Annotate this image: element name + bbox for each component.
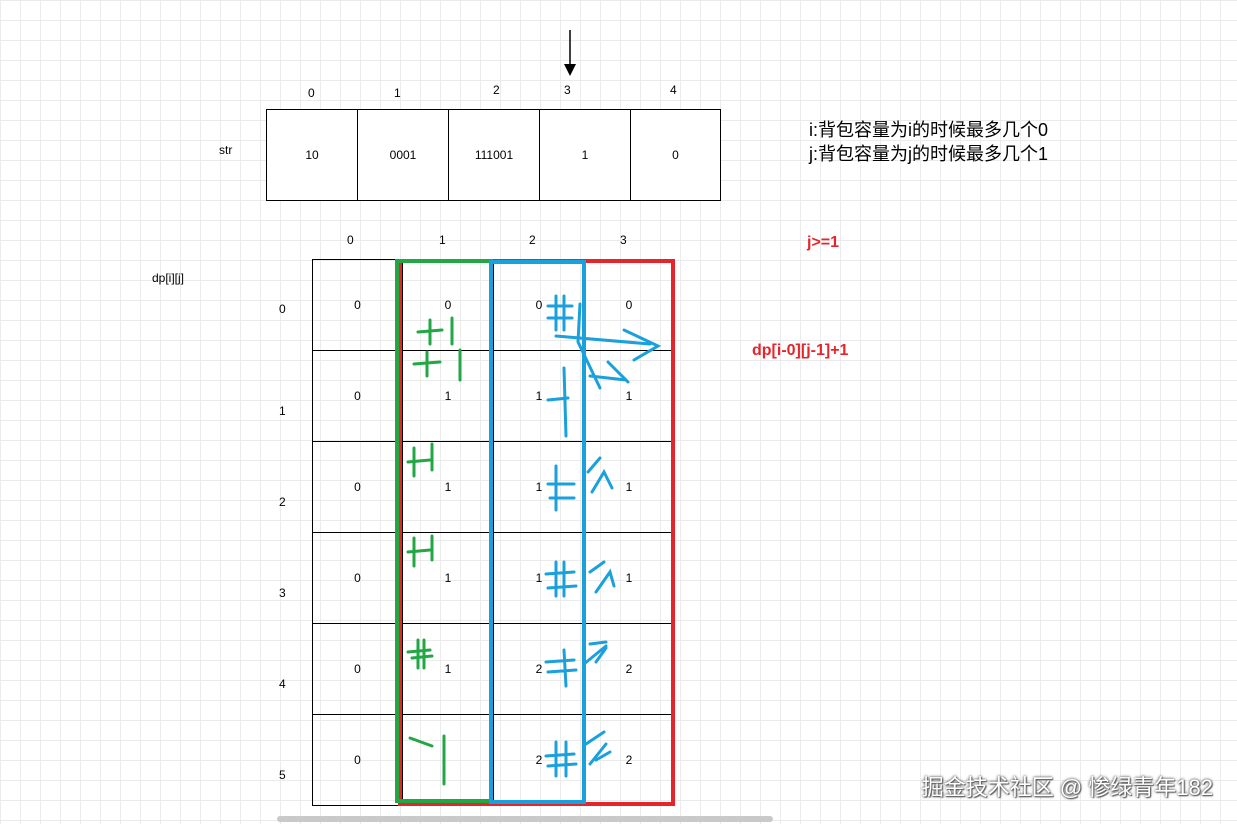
dp-row-header-3: 3	[279, 586, 286, 600]
str-index-2: 2	[493, 83, 500, 97]
dp-row-header-5: 5	[279, 768, 286, 782]
dp-row-header-4: 4	[279, 677, 286, 691]
dp-col-header-1: 1	[439, 233, 446, 247]
str-index-3: 3	[564, 83, 571, 97]
str-index-4: 4	[670, 83, 677, 97]
note-line-2: j:背包容量为j的时候最多几个1	[809, 144, 1049, 164]
dp-row-header-2: 2	[279, 495, 286, 509]
note-line-1: i:背包容量为i的时候最多几个0	[809, 120, 1049, 140]
green-plus-one-marks	[406, 316, 462, 786]
str-label: str	[219, 143, 233, 157]
dp-col-header-0: 0	[347, 233, 354, 247]
str-cell-1: 0001	[357, 109, 449, 201]
green-highlight-box	[395, 259, 493, 803]
condition-note: j>=1	[807, 234, 840, 251]
dp-row-header-0: 0	[279, 302, 286, 316]
blue-arrow-marks	[544, 294, 662, 778]
str-cell-3: 1	[539, 109, 631, 201]
blue-highlight-box	[489, 260, 586, 804]
dp-col-header-2: 2	[529, 233, 536, 247]
horizontal-scrollbar[interactable]	[277, 816, 773, 822]
str-cell-0: 10	[266, 109, 358, 201]
dp-row-header-1: 1	[279, 404, 286, 418]
str-cell-2: 111001	[448, 109, 540, 201]
str-index-1: 1	[394, 86, 401, 100]
str-index-0: 0	[308, 86, 315, 100]
dp-label: dp[i][j]	[152, 271, 185, 285]
dp-col-header-3: 3	[620, 233, 627, 247]
watermark: 掘金技术社区 @ 惨绿青年182	[921, 775, 1213, 800]
str-cell-4: 0	[630, 109, 721, 201]
formula-note: dp[i-0][j-1]+1	[752, 342, 849, 359]
